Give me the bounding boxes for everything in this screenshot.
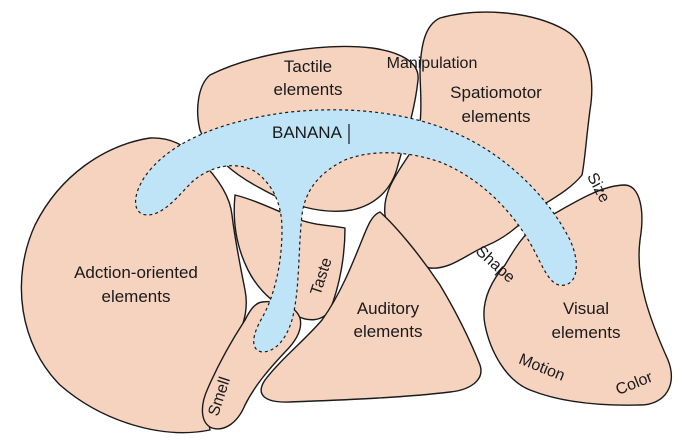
action-label-line2: elements (102, 287, 171, 306)
banana-label: BANANA (272, 123, 343, 142)
auditory-label-line2: elements (354, 322, 423, 341)
auditory-label-line1: Auditory (357, 299, 420, 318)
tactile-label-line1: Tactile (284, 57, 332, 76)
action-label-line1: Adction-oriented (74, 263, 198, 282)
spatiomotor-label-line1: Spatiomotor (450, 83, 542, 102)
manipulation-label: Manipulation (387, 55, 478, 72)
visual-label-line2: elements (552, 323, 621, 342)
visual-label-line1: Visual (563, 299, 609, 318)
spatiomotor-label-line2: elements (462, 107, 531, 126)
tactile-label-line2: elements (274, 80, 343, 99)
